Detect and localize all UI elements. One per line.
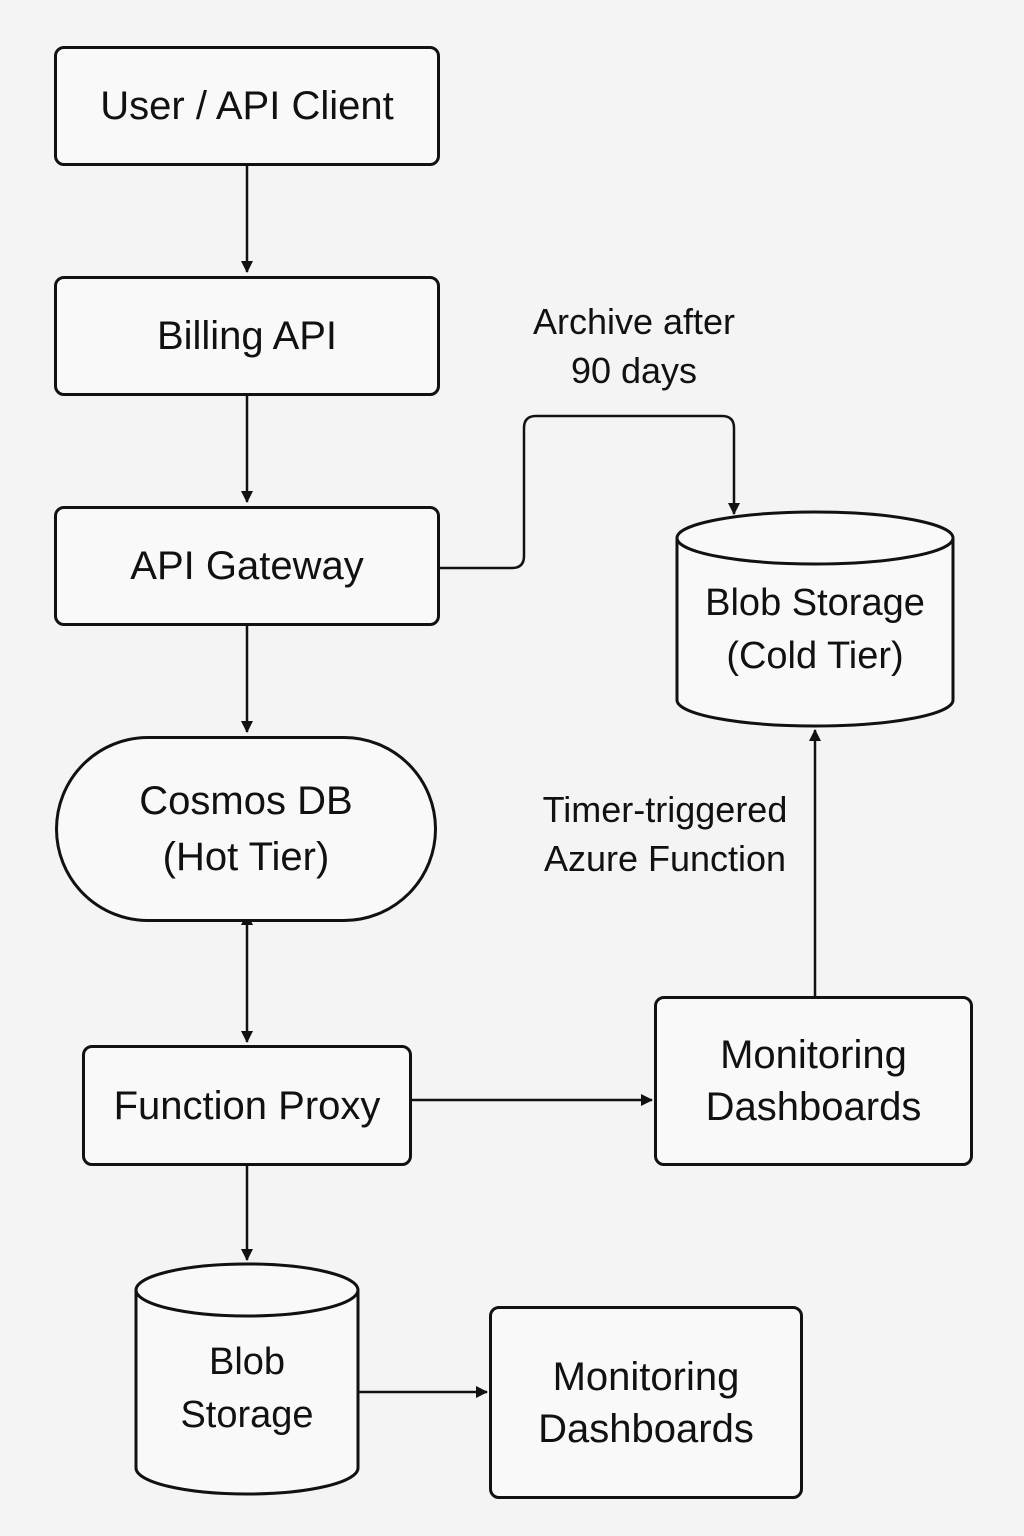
cosmos-db-node: Cosmos DB (Hot Tier) xyxy=(55,736,437,922)
blob-storage-cold-tier-label: Blob Storage (Cold Tier) xyxy=(705,581,925,677)
billing-api-node: Billing API xyxy=(54,276,440,396)
blob-storage-label: Blob Storage xyxy=(180,1340,314,1436)
blob-cold-cylinder xyxy=(675,510,955,728)
timer-edge-label: Timer-triggered Azure Function xyxy=(542,789,788,879)
blob-storage-cylinder xyxy=(134,1262,360,1496)
edge-gateway-to-blob-cold xyxy=(440,414,740,570)
monitoring-dashboards-right-node: Monitoring Dashboards xyxy=(654,996,973,1166)
user-api-client-node: User / API Client xyxy=(54,46,440,166)
function-proxy-node: Function Proxy xyxy=(82,1045,412,1166)
archive-edge-label: Archive after 90 days xyxy=(532,301,736,391)
monitoring-dashboards-bottom-node: Monitoring Dashboards xyxy=(489,1306,803,1499)
api-gateway-node: API Gateway xyxy=(54,506,440,626)
